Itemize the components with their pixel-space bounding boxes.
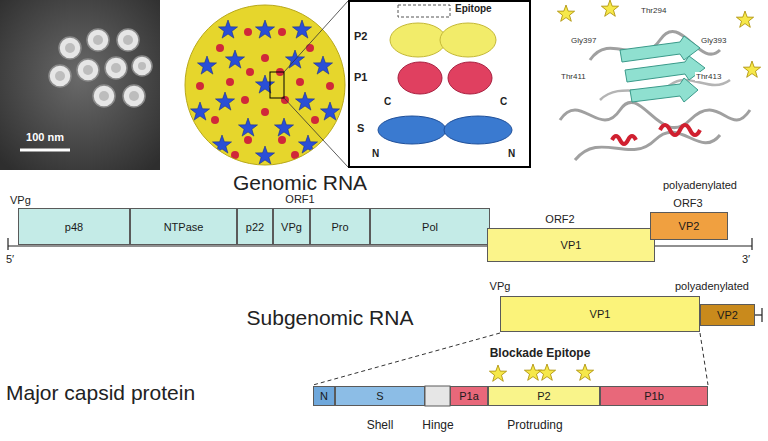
terminal-label: polyadenylated bbox=[675, 280, 749, 293]
domain-label: P1 bbox=[354, 71, 367, 84]
residue-label: Thr413 bbox=[695, 72, 722, 81]
section-heading: Subgenomic RNA bbox=[247, 306, 414, 330]
box-text: P2 bbox=[537, 390, 550, 402]
box-text: S bbox=[376, 390, 383, 402]
box-text: VP2 bbox=[679, 220, 700, 232]
end-label: 5′ bbox=[6, 253, 14, 266]
region-label: Shell bbox=[367, 419, 394, 433]
zoom-lines bbox=[313, 333, 708, 385]
box-text: P1b bbox=[644, 390, 664, 402]
orf-label: ORF2 bbox=[545, 213, 574, 226]
protein-segment: p22 bbox=[237, 208, 273, 245]
protein-segment: Pro bbox=[310, 208, 370, 245]
orf-box: VP1 bbox=[500, 296, 700, 332]
domain-box: S bbox=[335, 386, 425, 406]
terminus-label: N bbox=[372, 148, 379, 160]
residue-label: Thr411 bbox=[560, 72, 587, 81]
residue-label: Gly393 bbox=[700, 36, 727, 45]
protein-segment: Pol bbox=[370, 208, 490, 245]
epitope-label: Epitope bbox=[455, 3, 492, 15]
domain-box: P1b bbox=[600, 386, 708, 406]
box-text: Pol bbox=[422, 221, 438, 233]
terminal-label: VPg bbox=[10, 194, 31, 207]
protein-segment: p48 bbox=[18, 208, 130, 245]
scale-label: 100 nm bbox=[26, 131, 64, 144]
orf-box: VP1 bbox=[487, 228, 655, 262]
end-label: 3′ bbox=[742, 253, 750, 266]
box-text: VPg bbox=[281, 221, 302, 233]
epitope-label: Blockade Epitope bbox=[490, 347, 591, 361]
capsid-sphere bbox=[185, 1, 348, 167]
residue-label: Gly397 bbox=[570, 36, 597, 45]
region-label: Protruding bbox=[507, 419, 562, 433]
box-text: p22 bbox=[246, 221, 264, 233]
domain-box: P1a bbox=[450, 386, 488, 406]
terminal-label: VPg bbox=[490, 280, 511, 293]
box-text: Pro bbox=[331, 221, 348, 233]
box-text: P1a bbox=[459, 390, 479, 402]
section-heading: Genomic RNA bbox=[233, 171, 367, 195]
terminus-label: N bbox=[508, 148, 515, 160]
protein-segment: NTPase bbox=[130, 208, 237, 245]
domain-label: S bbox=[357, 122, 364, 135]
orf-box: VP2 bbox=[650, 212, 728, 240]
orf-label: ORF3 bbox=[673, 197, 702, 210]
box-text: N bbox=[320, 390, 328, 402]
residue-label: Thr294 bbox=[640, 6, 667, 15]
terminal-label: polyadenylated bbox=[663, 179, 737, 192]
orf-box: VP2 bbox=[700, 304, 755, 326]
region-label: Hinge bbox=[422, 419, 453, 433]
domain-box: P2 bbox=[488, 386, 600, 406]
orf-label: ORF1 bbox=[285, 193, 314, 206]
domain-box: N bbox=[313, 386, 335, 406]
box-text: VP2 bbox=[717, 309, 738, 321]
dimer-inset bbox=[349, 1, 530, 167]
box-text: VP1 bbox=[561, 239, 582, 251]
section-heading: Major capsid protein bbox=[6, 381, 195, 405]
protein-segment: VPg bbox=[273, 208, 310, 245]
box-text: VP1 bbox=[590, 308, 611, 320]
box-text: p48 bbox=[65, 221, 83, 233]
domain-label: P2 bbox=[354, 30, 367, 43]
terminus-label: C bbox=[384, 96, 391, 108]
terminus-label: C bbox=[500, 96, 507, 108]
box-text: NTPase bbox=[164, 221, 204, 233]
ribbon-structure bbox=[557, 0, 760, 160]
micrograph bbox=[0, 0, 160, 170]
